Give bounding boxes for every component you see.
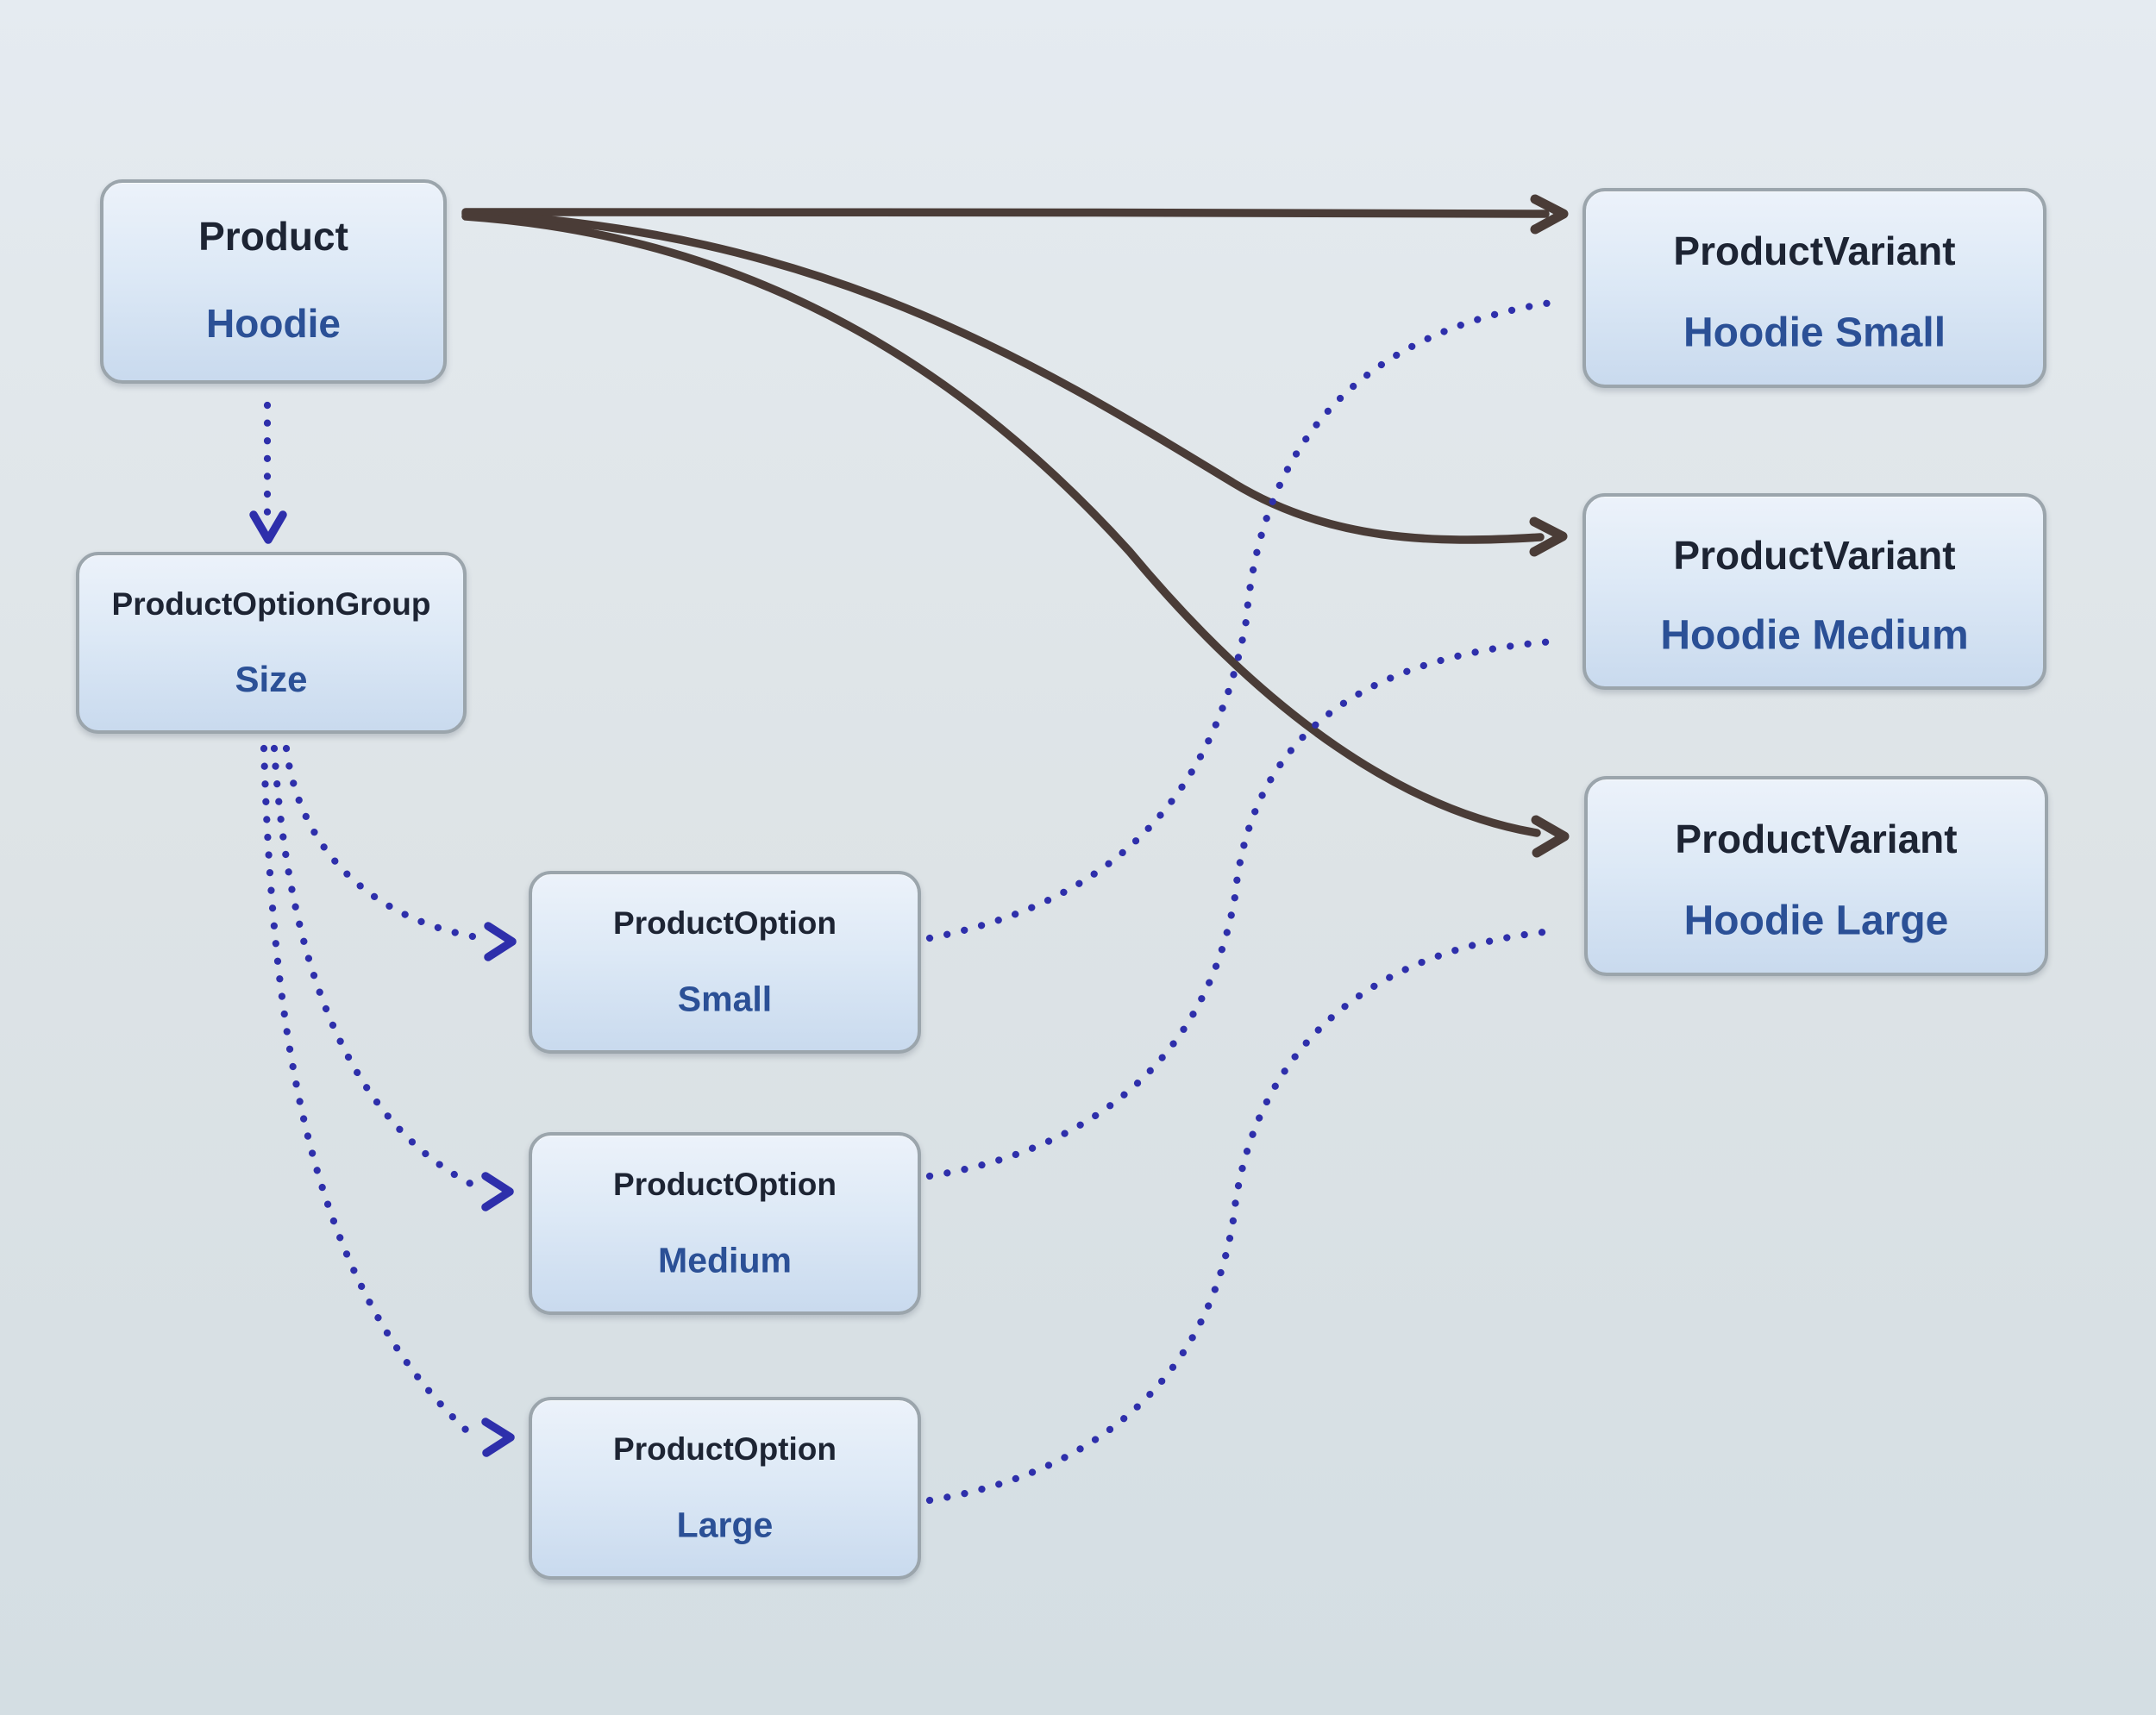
edge-optiongroup-to-option-medium	[270, 744, 477, 1189]
node-product-variant-small: ProductVariant Hoodie Small	[1583, 188, 2046, 388]
edge-product-to-variant-small-arrowhead-icon	[1530, 194, 1569, 235]
node-product-option-large: ProductOption Large	[529, 1397, 921, 1580]
edge-product-to-variant-medium-arrowhead-icon	[1529, 516, 1568, 557]
edge-optiongroup-to-option-small-arrowhead-icon	[484, 922, 517, 961]
node-product-option-group-title: ProductOptionGroup	[111, 585, 431, 622]
edge-option-small-to-variant-small	[925, 297, 1561, 942]
edge-optiongroup-to-option-large	[260, 744, 470, 1434]
node-product-variant-small-title: ProductVariant	[1673, 228, 1956, 274]
node-product-option-group-value: Size	[235, 659, 308, 700]
node-product-option-medium-value: Medium	[658, 1240, 792, 1280]
node-product: Product Hoodie	[100, 179, 447, 384]
node-product-variant-large-value: Hoodie Large	[1683, 898, 1949, 944]
node-product-variant-large: ProductVariant Hoodie Large	[1584, 776, 2048, 976]
node-product-option-large-value: Large	[676, 1505, 774, 1545]
solid-edges	[461, 194, 1570, 858]
node-product-variant-large-title: ProductVariant	[1675, 817, 1958, 862]
node-product-variant-small-value: Hoodie Small	[1683, 310, 1946, 356]
edge-optiongroup-to-option-small	[282, 744, 477, 941]
node-product-title: Product	[198, 213, 348, 259]
dotted-edges	[249, 297, 1561, 1505]
edge-product-to-optiongroup-arrowhead-icon	[249, 510, 287, 544]
edge-optiongroup-to-option-large-arrowhead-icon	[481, 1418, 515, 1457]
edge-product-to-variant-medium	[461, 210, 1545, 544]
edge-product-to-variant-small	[461, 207, 1550, 218]
node-product-option-medium: ProductOption Medium	[529, 1132, 921, 1315]
edge-product-to-variant-large	[461, 212, 1541, 837]
edge-optiongroup-to-option-medium-arrowhead-icon	[481, 1172, 514, 1211]
node-product-option-medium-title: ProductOption	[613, 1167, 837, 1203]
node-product-option-small-value: Small	[677, 979, 773, 1019]
edge-option-large-to-variant-large	[925, 928, 1548, 1505]
node-product-variant-medium-title: ProductVariant	[1673, 533, 1956, 579]
node-product-option-group: ProductOptionGroup Size	[76, 552, 467, 734]
node-product-option-small-title: ProductOption	[613, 905, 837, 942]
node-product-option-small: ProductOption Small	[529, 871, 921, 1054]
node-product-option-large-title: ProductOption	[613, 1431, 837, 1468]
node-product-variant-medium: ProductVariant Hoodie Medium	[1583, 493, 2046, 690]
node-product-variant-medium-value: Hoodie Medium	[1660, 612, 1969, 659]
node-product-value: Hoodie	[206, 300, 341, 346]
edge-option-medium-to-variant-medium	[925, 637, 1557, 1180]
edge-product-to-variant-large-arrowhead-icon	[1531, 815, 1570, 858]
